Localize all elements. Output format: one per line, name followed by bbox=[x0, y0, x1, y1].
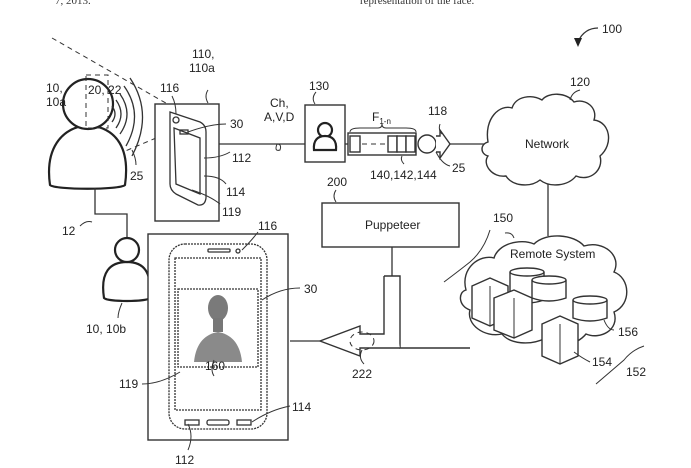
frame-cell bbox=[349, 135, 361, 153]
stream-ref: 118 bbox=[428, 104, 447, 118]
system-ref-arrow bbox=[574, 27, 599, 47]
channel-label-line2: A,V,D bbox=[264, 110, 295, 124]
storage-cylinder bbox=[531, 275, 567, 302]
storage-cylinder bbox=[572, 295, 608, 322]
frames-ref: 140,142,144 bbox=[370, 168, 437, 182]
device-a-display-ref: 119 bbox=[222, 205, 241, 219]
stream-arrow bbox=[417, 127, 451, 161]
sound-waves-icon bbox=[111, 77, 144, 157]
avatar-icon bbox=[312, 121, 338, 152]
user-a-ref-line1: 10, bbox=[46, 81, 63, 95]
output-process-region bbox=[349, 331, 375, 351]
puppeteer-ref: 200 bbox=[327, 175, 347, 189]
frame-cell bbox=[387, 135, 398, 153]
user-b-ref-label: 10, 10b bbox=[86, 322, 126, 336]
frame-strip bbox=[345, 132, 417, 156]
header-right-text: representation of the face. bbox=[360, 0, 474, 7]
frame-cell bbox=[405, 135, 416, 153]
camera-view-line bbox=[51, 37, 179, 111]
user-a-ref-line2: 10a bbox=[46, 95, 66, 109]
server-ref: 154 bbox=[592, 355, 612, 369]
face-image bbox=[194, 295, 242, 362]
device-a-phone bbox=[169, 111, 207, 206]
face-ref: 160 bbox=[205, 359, 225, 373]
device-a-screen-ref: 30 bbox=[230, 117, 244, 131]
device-a-ref-line2: 110a bbox=[189, 61, 215, 75]
link-ref-label: 12 bbox=[62, 224, 76, 238]
frames-label: F1-n bbox=[372, 110, 391, 126]
frame-cell bbox=[396, 135, 407, 153]
network-label: Network bbox=[525, 137, 570, 151]
server-tower-icon bbox=[493, 289, 533, 339]
capture-region bbox=[85, 74, 109, 129]
device-a-camera-ref: 116 bbox=[160, 81, 179, 95]
device-b-display-ref: 119 bbox=[119, 377, 138, 391]
audio-ref-label: 25 bbox=[130, 169, 144, 183]
puppeteer-label: Puppeteer bbox=[365, 218, 420, 232]
device-b-phone bbox=[168, 243, 268, 430]
remote-system-ref: 150 bbox=[493, 211, 513, 225]
user-link-line bbox=[94, 188, 128, 238]
device-b-camera-ref: 116 bbox=[258, 219, 277, 233]
user-b-figure bbox=[102, 236, 152, 303]
device-b-speaker-ref: 112 bbox=[175, 453, 194, 467]
channel-label-line1: Ch, bbox=[270, 96, 289, 110]
remote-group-ref: 152 bbox=[626, 365, 646, 379]
device-a-speaker-ref: 112 bbox=[232, 151, 251, 165]
remote-system-label: Remote System bbox=[510, 247, 595, 261]
network-ref: 120 bbox=[570, 75, 590, 89]
output-arrow bbox=[318, 275, 470, 358]
puppeteer-box[interactable] bbox=[321, 202, 460, 248]
device-b-mic-ref: 114 bbox=[292, 400, 311, 414]
stream-audio-ref: 25 bbox=[452, 161, 466, 175]
header-left-text: 7, 2013. bbox=[55, 0, 91, 7]
server-tower-icon bbox=[541, 315, 579, 365]
capture-ref-label: 20, 22 bbox=[88, 83, 122, 97]
user-a-figure bbox=[47, 74, 128, 190]
output-ref: 222 bbox=[352, 367, 372, 381]
device-a-box[interactable] bbox=[154, 103, 220, 222]
device-b-screen-ref: 30 bbox=[304, 282, 318, 296]
device-a-mic-ref: 114 bbox=[226, 185, 245, 199]
storage-ref: 156 bbox=[618, 325, 638, 339]
network-cloud[interactable] bbox=[481, 93, 610, 186]
system-ref-label: 100 bbox=[602, 22, 622, 36]
device-a-ref-line1: 110, bbox=[192, 47, 214, 61]
avatar-box-ref: 130 bbox=[309, 79, 329, 93]
